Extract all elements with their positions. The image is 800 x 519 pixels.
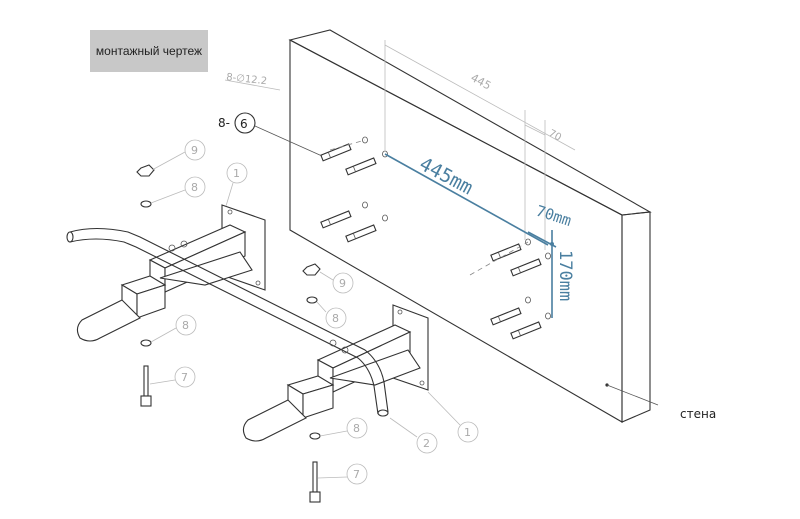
- wall-label: стена: [680, 407, 716, 421]
- wall-block: [288, 29, 652, 423]
- anchor-count-label: 8-: [218, 116, 230, 130]
- wall-holes: [362, 136, 551, 320]
- callout-washer-left: 8: [191, 181, 198, 194]
- callout-bolt-left: 7: [181, 371, 188, 384]
- callout-nut-right: 9: [339, 277, 346, 290]
- ghost-dimensions: 445 70 8-∅12.2: [224, 40, 576, 250]
- title-box: монтажный чертеж: [90, 30, 208, 72]
- callout-bracket-right: 1: [464, 426, 471, 439]
- part-callouts: 9 8 1 8 7 9 8 8 7: [149, 139, 479, 485]
- anchor-callout: 8- 6: [218, 112, 323, 157]
- callout-bracket-left: 1: [233, 167, 240, 180]
- callout-washer-right-lower: 8: [353, 422, 360, 435]
- offset-dimension-label: 70mm: [534, 202, 574, 230]
- pullup-bar: [66, 227, 389, 417]
- left-bracket: [76, 204, 266, 342]
- callout-washer-left-lower: 8: [182, 319, 189, 332]
- hole-note-label: 8-∅12.2: [226, 72, 268, 87]
- height-dimension-label: 170mm: [555, 250, 575, 301]
- callout-bolt-right: 7: [353, 468, 360, 481]
- wall-callout: стена: [606, 384, 716, 421]
- main-dimensions: 445mm 70mm 170mm: [384, 153, 575, 318]
- callout-washer-right: 8: [332, 312, 339, 325]
- left-hardware: [136, 164, 188, 407]
- right-hardware: [302, 263, 349, 503]
- callout-nut-left: 9: [191, 144, 198, 157]
- anchor-bolts: [320, 139, 542, 340]
- title-text: монтажный чертеж: [95, 44, 203, 58]
- width-dimension-label: 445mm: [416, 153, 477, 199]
- ghost-width-label: 445: [469, 71, 494, 92]
- ghost-offset-label: 70: [547, 128, 563, 144]
- right-bracket: [242, 304, 429, 442]
- anchor-part-number: 6: [240, 117, 248, 131]
- callout-bar-end: 2: [423, 437, 430, 450]
